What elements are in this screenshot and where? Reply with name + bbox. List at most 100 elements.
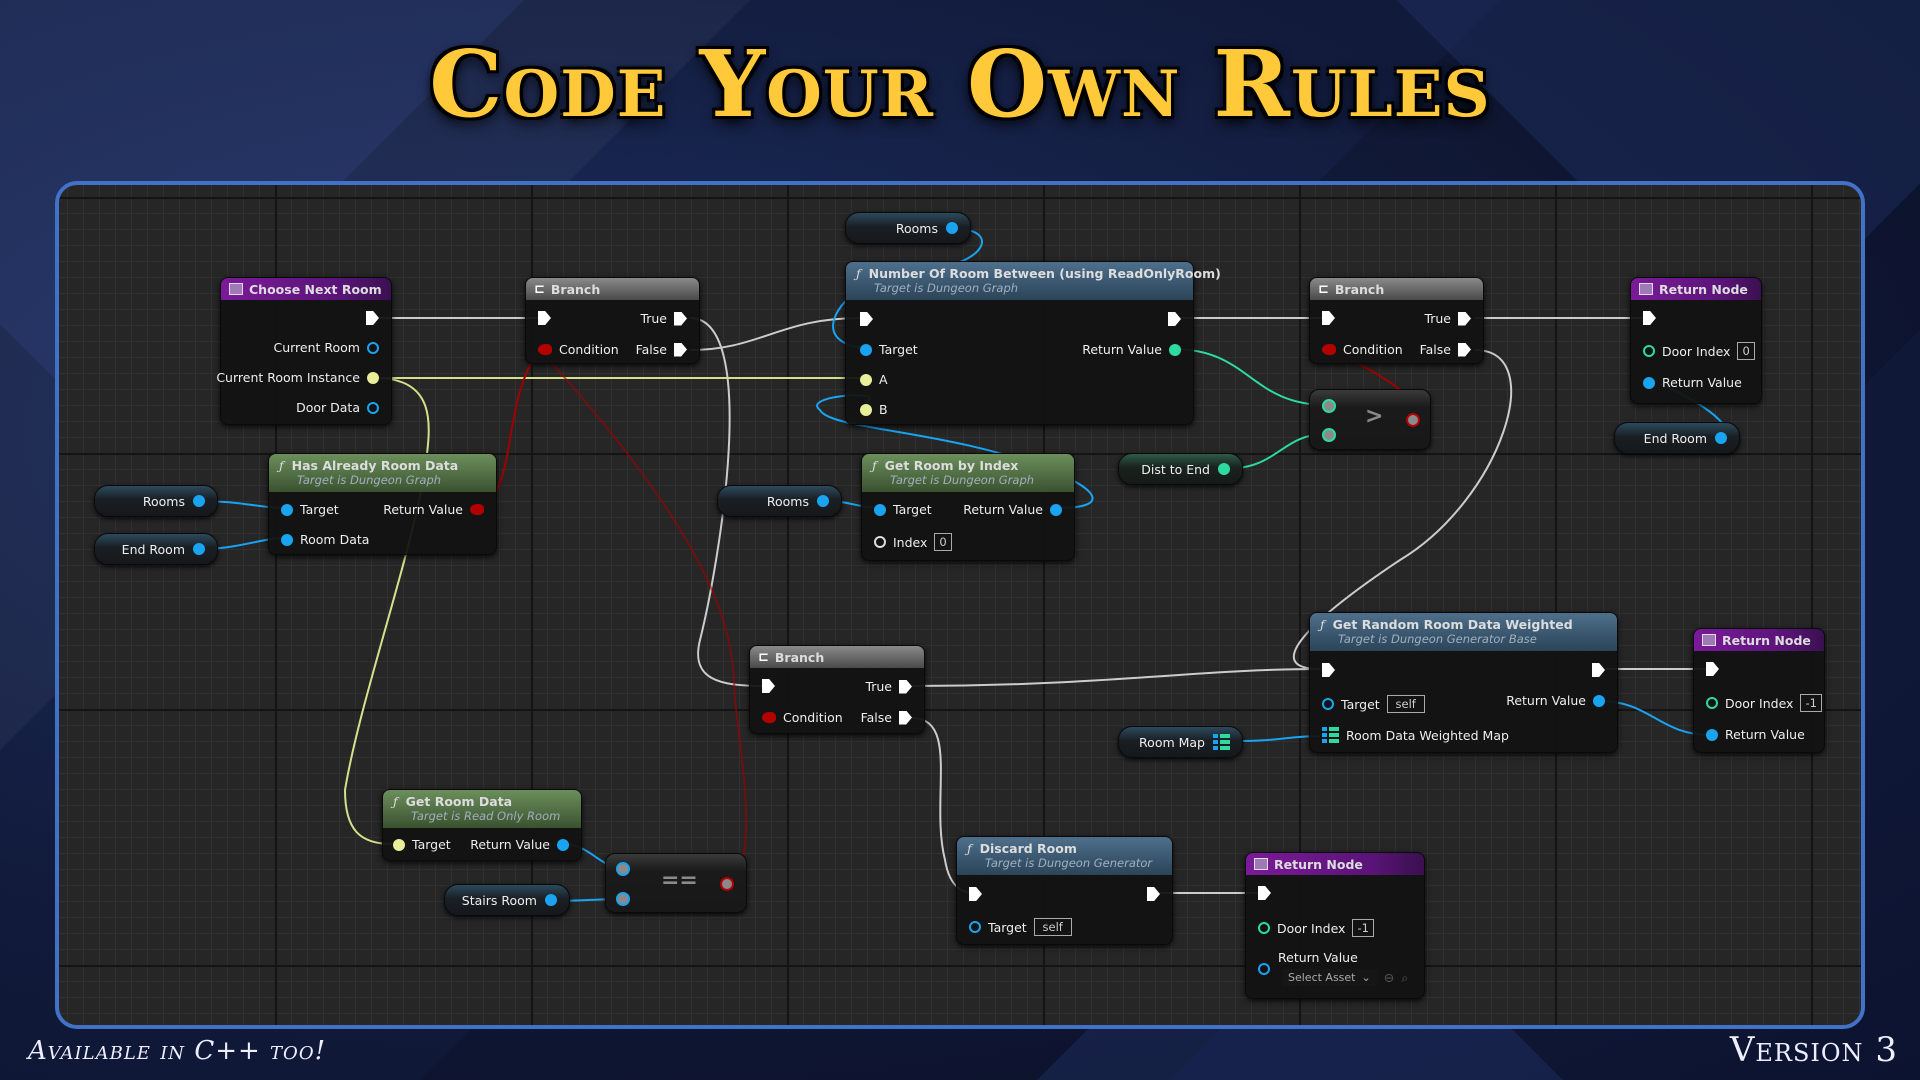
object-pin[interactable] xyxy=(1258,963,1270,975)
object-pin[interactable] xyxy=(874,503,886,516)
object-pin[interactable] xyxy=(281,533,293,546)
variable-getter-rooms[interactable]: Rooms xyxy=(845,212,971,244)
bool-pin[interactable] xyxy=(1322,344,1336,355)
clear-icon[interactable]: ⊖ xyxy=(1383,970,1395,985)
pin-label: False xyxy=(860,710,892,725)
return-node[interactable]: Return Node Door Index-1 Return Value Se… xyxy=(1245,852,1425,999)
object-pin[interactable] xyxy=(616,892,630,906)
variable-getter-dist-to-end[interactable]: Dist to End xyxy=(1118,453,1243,485)
select-asset-dropdown[interactable]: Select Asset⌄ xyxy=(1282,969,1377,986)
bool-pin[interactable] xyxy=(720,877,734,891)
exec-out-pin[interactable] xyxy=(366,311,379,325)
int-pin[interactable] xyxy=(1169,343,1181,356)
equal-node[interactable]: == xyxy=(605,853,747,913)
object-pin[interactable] xyxy=(281,503,293,516)
function-entry-node-choose-next-room[interactable]: Choose Next Room Current Room Current Ro… xyxy=(216,277,392,425)
door-index-input[interactable]: -1 xyxy=(1800,694,1822,712)
exec-in-pin[interactable] xyxy=(1322,311,1335,325)
object-pin[interactable] xyxy=(860,343,872,356)
object-pin[interactable] xyxy=(1593,694,1605,707)
variable-getter-end-room[interactable]: End Room xyxy=(1614,422,1740,454)
object-pin[interactable] xyxy=(946,222,958,234)
exec-out-pin[interactable] xyxy=(1147,887,1160,901)
object-pin[interactable] xyxy=(193,543,205,555)
object-pin[interactable] xyxy=(969,921,981,933)
exec-in-pin[interactable] xyxy=(1258,886,1271,900)
int-pin[interactable] xyxy=(1322,428,1336,442)
int-pin[interactable] xyxy=(874,536,886,548)
variable-getter-rooms[interactable]: Rooms xyxy=(94,485,218,517)
variable-getter-end-room[interactable]: End Room xyxy=(94,533,218,565)
node-subtitle: Target is Dungeon Graph xyxy=(874,281,1019,295)
int-pin[interactable] xyxy=(1706,697,1718,709)
object-pin[interactable] xyxy=(616,862,630,876)
exec-in-pin[interactable] xyxy=(762,679,775,693)
object-pin[interactable] xyxy=(1050,503,1062,516)
greater-than-node[interactable]: > xyxy=(1309,389,1431,450)
exec-in-pin[interactable] xyxy=(860,312,873,326)
exec-in-pin[interactable] xyxy=(969,887,982,901)
exec-in-pin[interactable] xyxy=(538,311,551,325)
node-title: Has Already Room Data xyxy=(291,458,459,473)
variable-getter-room-map[interactable]: Room Map xyxy=(1118,726,1243,758)
branch-node[interactable]: ⊏Branch True Condition False xyxy=(525,277,700,364)
search-icon[interactable]: ⌕ xyxy=(1401,969,1409,985)
pin-label: Target xyxy=(300,502,339,517)
return-node[interactable]: Return Node Door Index-1 Return Value xyxy=(1693,628,1825,753)
exec-false-pin[interactable] xyxy=(1458,342,1471,357)
exec-out-pin[interactable] xyxy=(1592,663,1605,677)
branch-node[interactable]: ⊏Branch True Condition False xyxy=(749,645,925,734)
door-index-input[interactable]: 0 xyxy=(1737,342,1755,360)
bool-pin[interactable] xyxy=(762,712,776,723)
bool-pin[interactable] xyxy=(470,504,484,515)
index-input[interactable]: 0 xyxy=(934,533,952,551)
map-pin-icon[interactable] xyxy=(1213,734,1230,750)
target-input[interactable]: self xyxy=(1386,695,1425,713)
exec-false-pin[interactable] xyxy=(899,710,912,725)
object-pin[interactable] xyxy=(817,495,829,507)
target-input[interactable]: self xyxy=(1033,918,1072,936)
struct-pin[interactable] xyxy=(367,401,379,414)
struct-pin[interactable] xyxy=(367,371,379,384)
branch-node[interactable]: ⊏Branch True Condition False xyxy=(1309,277,1484,364)
bool-pin[interactable] xyxy=(538,344,552,355)
object-pin[interactable] xyxy=(1715,432,1727,444)
int-pin[interactable] xyxy=(1218,463,1230,475)
object-pin[interactable] xyxy=(193,495,205,507)
exec-false-pin[interactable] xyxy=(674,342,687,357)
int-pin[interactable] xyxy=(1322,399,1336,413)
int-pin[interactable] xyxy=(1643,345,1655,357)
door-index-input[interactable]: -1 xyxy=(1352,919,1374,937)
object-pin[interactable] xyxy=(1706,728,1718,741)
variable-getter-stairs-room[interactable]: Stairs Room xyxy=(444,884,570,916)
exec-in-pin[interactable] xyxy=(1706,662,1719,676)
pin-label: Target xyxy=(412,837,451,852)
exec-true-pin[interactable] xyxy=(674,311,687,326)
pin-label: Condition xyxy=(783,710,843,725)
object-pin[interactable] xyxy=(557,838,569,851)
exec-in-pin[interactable] xyxy=(1643,311,1656,325)
struct-pin[interactable] xyxy=(860,403,872,416)
object-pin[interactable] xyxy=(1322,698,1334,710)
exec-true-pin[interactable] xyxy=(1458,311,1471,326)
variable-getter-rooms[interactable]: Rooms xyxy=(717,485,842,517)
object-pin[interactable] xyxy=(545,894,557,906)
struct-pin[interactable] xyxy=(860,373,872,386)
struct-pin[interactable] xyxy=(393,838,405,851)
int-pin[interactable] xyxy=(1258,922,1270,934)
object-pin[interactable] xyxy=(1643,376,1655,389)
object-pin[interactable] xyxy=(367,341,379,354)
map-pin-icon[interactable] xyxy=(1322,727,1339,743)
exec-true-pin[interactable] xyxy=(899,679,912,694)
exec-out-pin[interactable] xyxy=(1168,312,1181,326)
exec-in-pin[interactable] xyxy=(1322,663,1335,677)
bool-pin[interactable] xyxy=(1406,413,1420,427)
variable-label: Rooms xyxy=(142,493,185,509)
